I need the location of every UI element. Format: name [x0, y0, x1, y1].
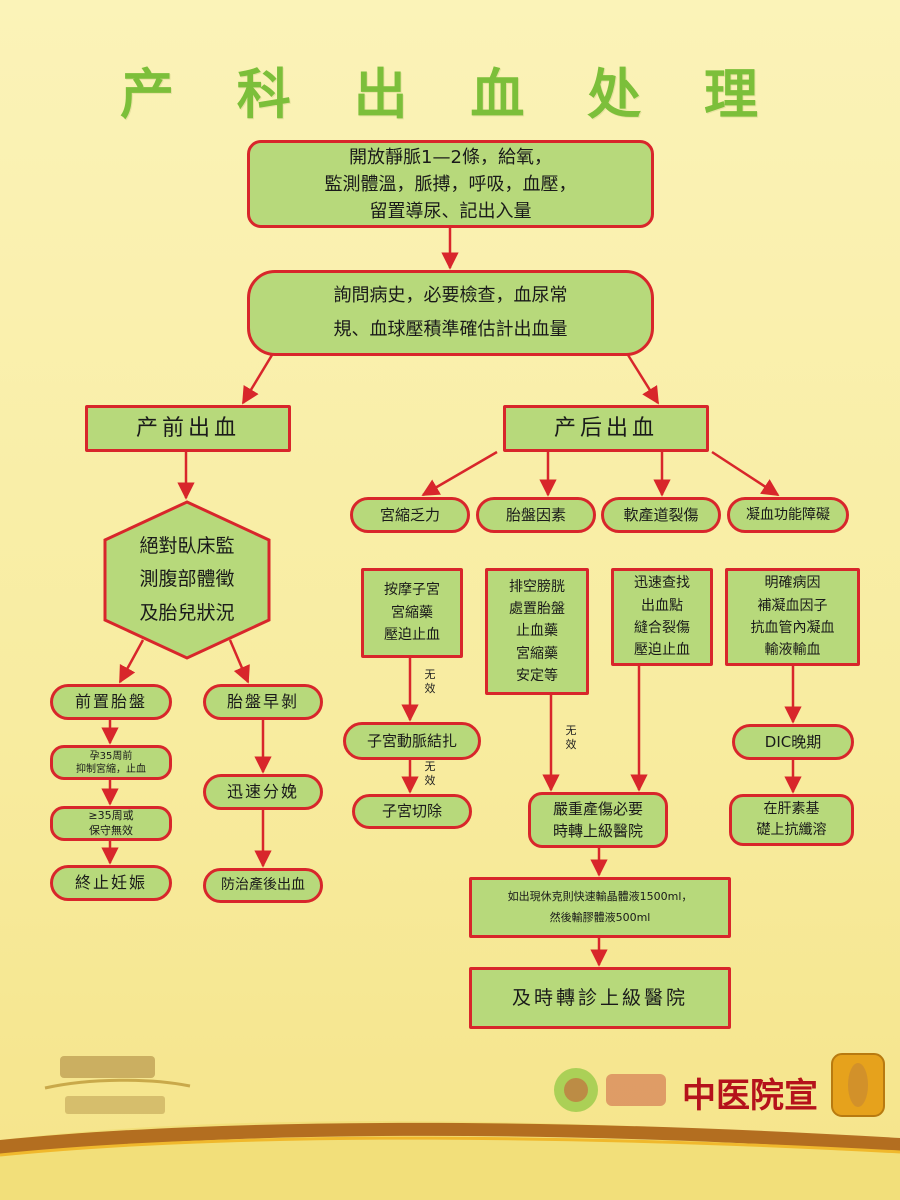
timely-referral: 及時轉診上級醫院 [469, 967, 731, 1029]
atony-treatment: 按摩子宮 宮縮藥 壓迫止血 [361, 568, 463, 658]
placental-factors: 胎盤因素 [476, 497, 596, 533]
arrow [711, 450, 780, 497]
placenta-previa: 前置胎盤 [50, 684, 172, 720]
step-history-exam: 詢問病史，必要檢查，血尿常 規、血球壓積準確估計出血量 [247, 270, 654, 356]
postpartum-hemorrhage: 产后出血 [503, 405, 709, 452]
ineffective-label: 无 效 [565, 724, 577, 752]
arrow [421, 450, 498, 497]
birth-canal-laceration: 軟產道裂傷 [601, 497, 721, 533]
ineffective-label: 无 效 [424, 668, 436, 696]
arrow [241, 354, 274, 405]
coagulation-disorder: 凝血功能障礙 [727, 497, 849, 533]
hospital-emblem-icon [554, 1068, 666, 1112]
placenta-treatment: 排空膀胱 處置胎盤 止血藥 宮縮藥 安定等 [485, 568, 589, 695]
prevent-postpartum-hemorrhage: 防治產後出血 [203, 868, 323, 903]
canal-treatment: 迅速查找 出血點 縫合裂傷 壓迫止血 [611, 568, 713, 666]
ineffective-label: 无 效 [424, 760, 436, 788]
arrow [626, 354, 660, 405]
uterine-atony: 宮縮乏力 [350, 497, 470, 533]
antepartum-hemorrhage: 产前出血 [85, 405, 291, 452]
bedrest-monitoring: 絕對臥床監 測腹部體徵 及胎兒狀況 [139, 535, 235, 624]
uterine-artery-ligation: 子宮動脈結扎 [343, 722, 481, 760]
quick-delivery: 迅速分娩 [203, 774, 323, 810]
step-open-iv: 開放靜脈1—2條，給氧， 監測體溫，脈搏，呼吸，血壓， 留置導尿、記出入量 [247, 140, 654, 228]
badge-icon [831, 1053, 885, 1117]
bedrest-hexagon-shape [103, 500, 271, 660]
hysterectomy: 子宮切除 [352, 794, 472, 829]
severe-injury-referral: 嚴重產傷必要 時轉上級醫院 [528, 792, 668, 848]
footer-wave [0, 1121, 900, 1200]
previa-before-35-weeks: 孕35周前 抑制宮縮，止血 [50, 745, 172, 780]
terminate-pregnancy: 終止妊娠 [50, 865, 172, 901]
page-title: 产 科 出 血 处 理 [120, 63, 780, 126]
hospital-name: 中医院宣 [682, 1076, 818, 1116]
arrow [118, 639, 145, 684]
left-logo [44, 1056, 191, 1114]
previa-over-35-weeks: ≥35周或 保守無效 [50, 806, 172, 841]
dic-late-stage: DIC晚期 [732, 724, 854, 760]
heparin-antifibrinolysis: 在肝素基 礎上抗纖溶 [729, 794, 854, 846]
placental-abruption: 胎盤早剝 [203, 684, 323, 720]
arrow [228, 639, 250, 684]
coagulation-treatment: 明確病因 補凝血因子 抗血管內凝血 輸液輸血 [725, 568, 860, 666]
shock-fluid-resuscitation: 如出現休克則快速輸晶體液1500ml， 然後輸膠體液500ml [469, 877, 731, 938]
